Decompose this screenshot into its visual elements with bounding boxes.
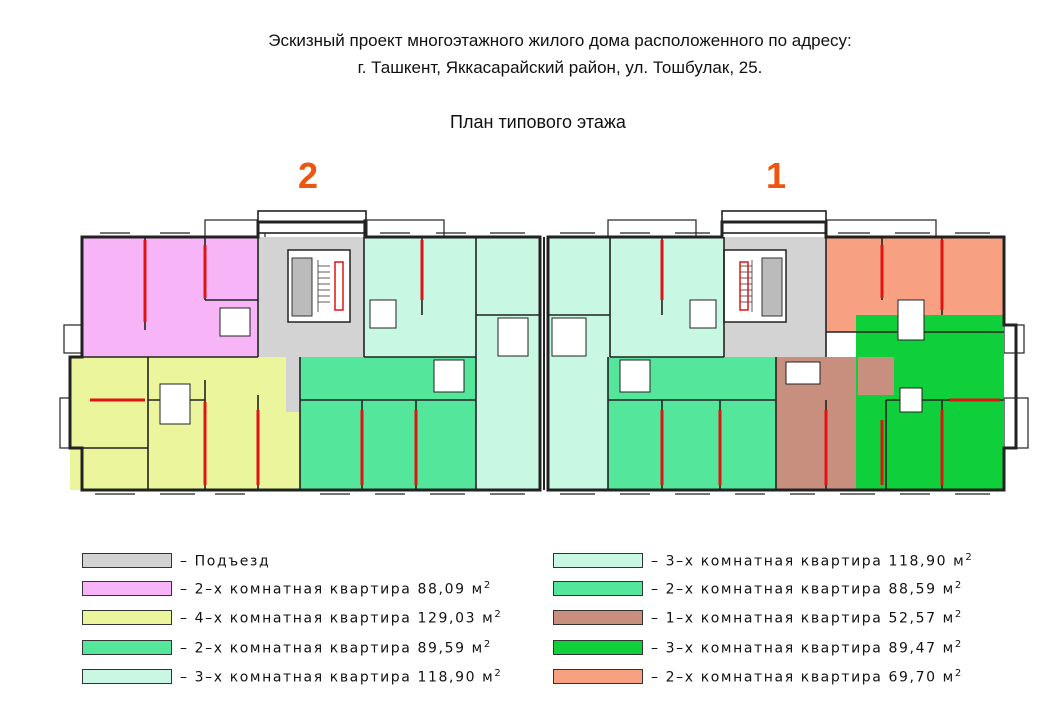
balcony <box>363 219 445 239</box>
legend-label: – 2–х комнатная квартира 69,70 м2 <box>651 668 962 686</box>
legend-swatch <box>82 610 172 625</box>
balcony <box>204 219 266 239</box>
legend-swatch <box>82 553 172 568</box>
legend-label: – 3–х комнатная квартира 118,90 м2 <box>651 552 972 570</box>
balcony <box>1003 324 1025 354</box>
plan-title: План типового этажа <box>450 112 626 132</box>
legend-swatch <box>553 553 643 568</box>
legend-swatch <box>553 669 643 684</box>
legend-label: – 3–х комнатная квартира 89,47 м2 <box>651 639 962 657</box>
legend-label: – 3–х комнатная квартира 118,90 м2 <box>180 668 501 686</box>
legend-swatch <box>553 610 643 625</box>
legend-swatch <box>82 669 172 684</box>
section-number-1: 1 <box>766 155 787 196</box>
balcony <box>607 219 697 239</box>
apartment-3room-89-47 <box>856 315 1004 490</box>
legend-label: – 1–х комнатная квартира 52,57 м2 <box>651 609 962 627</box>
legend-label: – 2–х комнатная квартира 89,59 м2 <box>180 639 491 657</box>
legend-swatch <box>82 640 172 655</box>
legend-label: – 2–х комнатная квартира 88,59 м2 <box>651 580 962 598</box>
legend-label: – 2–х комнатная квартира 88,09 м2 <box>180 580 491 598</box>
project-address: г. Ташкент, Яккасарайский район, ул. Тош… <box>357 58 763 77</box>
project-title: Эскизный проект многоэтажного жилого дом… <box>268 31 852 50</box>
legend-swatch <box>82 581 172 596</box>
section-1-plan <box>546 210 1029 495</box>
section-2-plan <box>59 210 542 495</box>
legend-swatch <box>553 581 643 596</box>
apartment-2room-88-09 <box>82 237 258 357</box>
legend-swatch <box>553 640 643 655</box>
legend-label: – 4–х комнатная квартира 129,03 м2 <box>180 609 501 627</box>
section-number-2: 2 <box>298 155 319 196</box>
legend-label: – Подъезд <box>180 553 271 570</box>
balcony <box>825 219 937 239</box>
